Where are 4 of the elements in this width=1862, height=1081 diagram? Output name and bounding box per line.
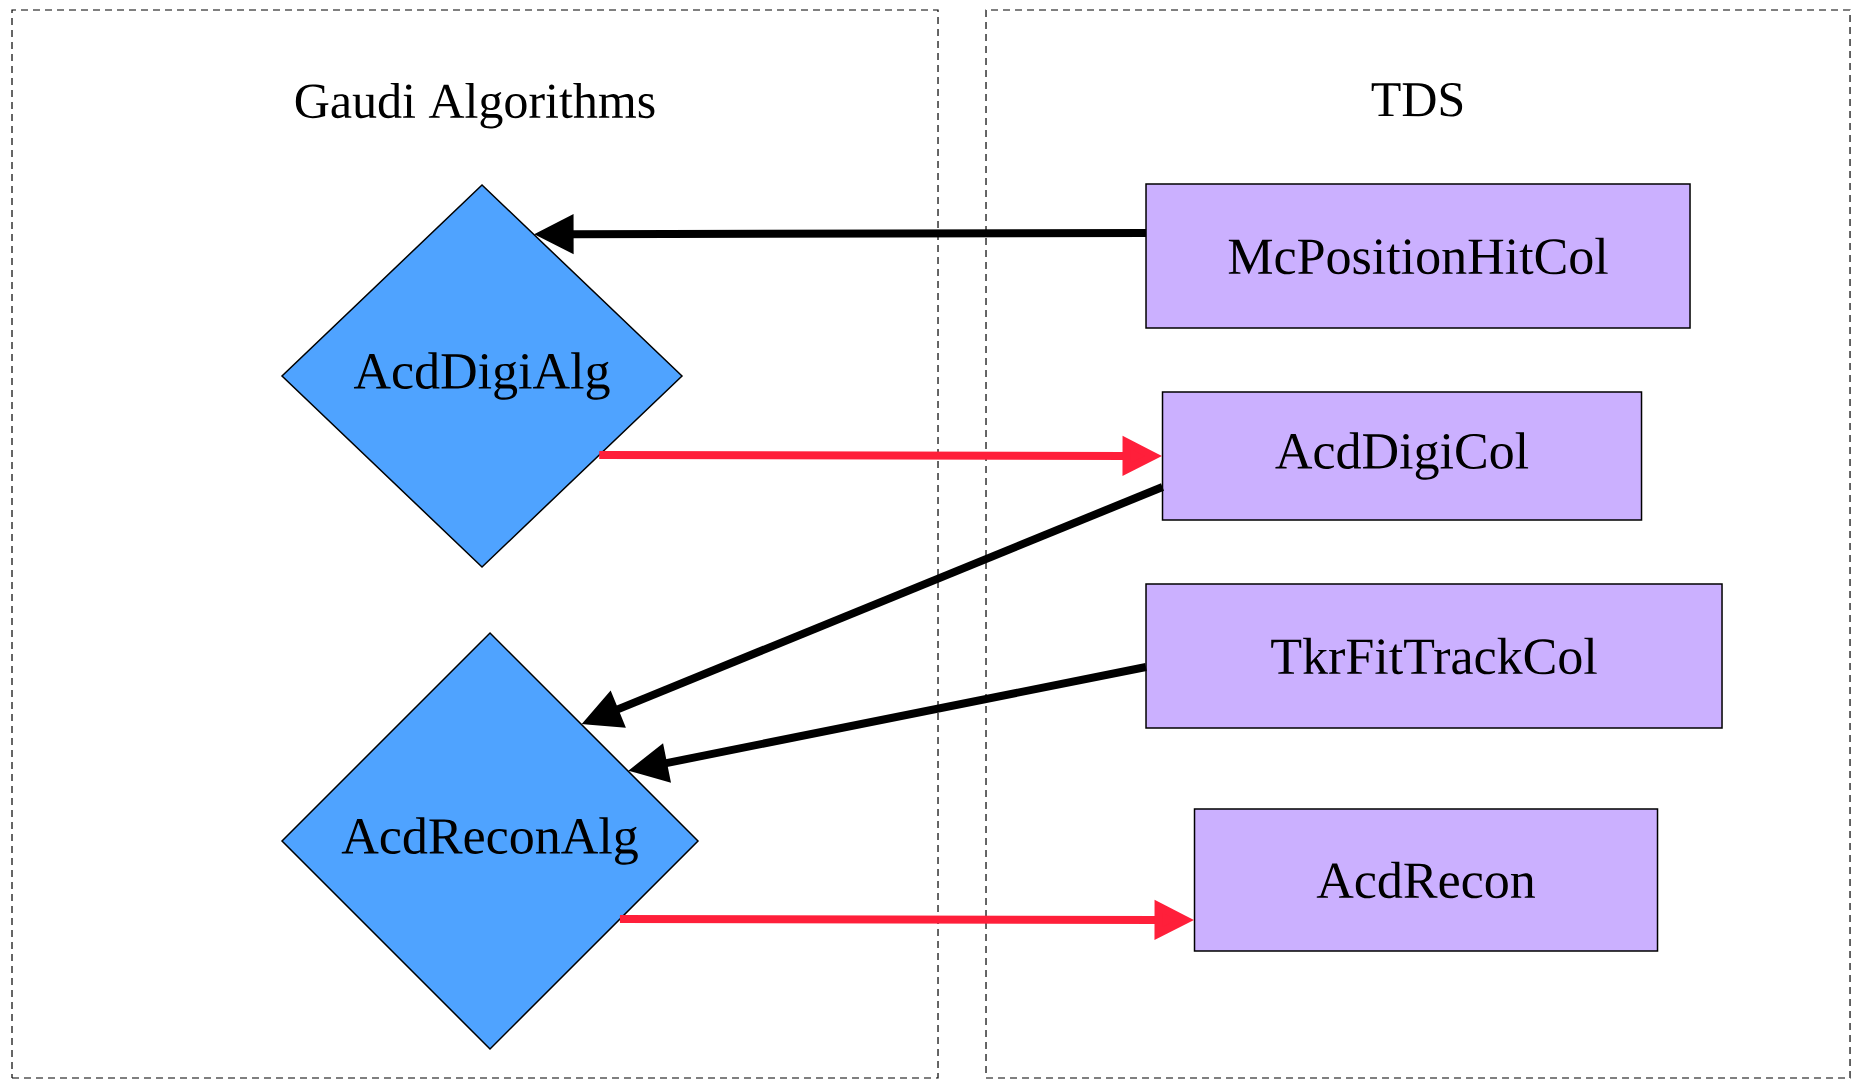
process-box: AcdRecon [1193,808,1659,952]
process-box: TkrFitTrackCol [1145,583,1723,729]
process-box: McPositionHitCol [1145,183,1691,329]
process-box: AcdDigiCol [1161,391,1643,521]
